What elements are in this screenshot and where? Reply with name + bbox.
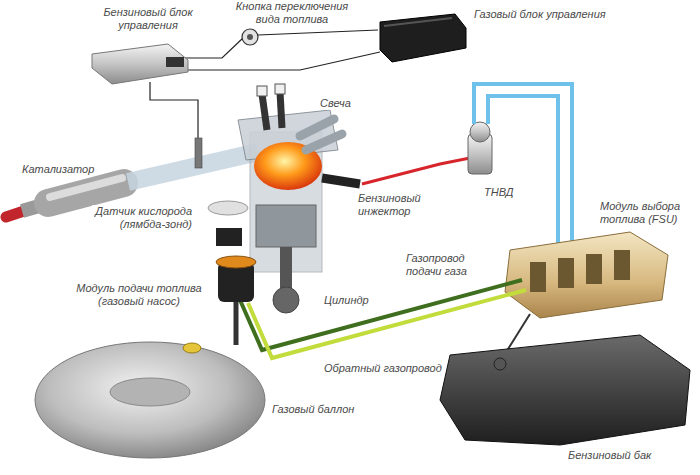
part-label: Бензиновый бак <box>566 449 653 462</box>
part-label: Газопровод подачи газа <box>404 252 480 278</box>
tank-neck <box>494 358 506 370</box>
signal-wire <box>185 38 243 58</box>
part-label: Цилиндр <box>322 294 371 307</box>
part-label: Кнопка переключения вида топлива <box>232 0 352 26</box>
spark-plug <box>280 92 282 128</box>
petrol-tank <box>440 335 690 445</box>
spark-plug <box>262 94 267 130</box>
part-label: Газовый баллон <box>270 403 356 416</box>
part-label: Модуль подачи топлива (газовый насос) <box>70 282 208 308</box>
part-label: Бензиновый инжектор <box>356 192 430 218</box>
fuel-line-red <box>362 158 470 184</box>
petrol-injector <box>322 178 360 184</box>
cap-disc <box>208 201 248 215</box>
crank <box>273 287 299 313</box>
illustration-group <box>6 14 690 458</box>
part-label: Катализатор <box>20 163 96 176</box>
part-label: Датчик кислорода (лямбда-зонд) <box>92 205 194 231</box>
petrol-ecu <box>92 44 188 84</box>
fuel-switch <box>242 29 258 45</box>
piston <box>256 205 316 247</box>
tank-hole <box>110 378 190 406</box>
part-label: Модуль выбора топлива (FSU) <box>598 200 694 226</box>
part-label: Газовый блок управления <box>472 8 608 21</box>
fuel-line-blue <box>488 96 558 248</box>
part-label: Свеча <box>318 97 353 110</box>
ecu-highlight <box>384 18 452 26</box>
exhaust-pipe <box>128 152 258 182</box>
ecu-connector <box>166 57 184 67</box>
plug-insulator <box>275 84 285 94</box>
connecting-rod <box>280 247 292 290</box>
pump-tube <box>234 302 239 345</box>
gas-tank <box>35 342 265 458</box>
exhaust-tip <box>6 211 24 217</box>
fuel-select-unit <box>505 232 668 318</box>
relay-block <box>216 228 242 246</box>
part-label: ТНВД <box>482 186 516 199</box>
switch-knob <box>247 34 253 40</box>
gas-return-line <box>248 290 526 358</box>
part-label: Бензиновый блок управления <box>98 6 198 32</box>
signal-wire <box>187 52 380 70</box>
hp-pump-head <box>470 122 490 142</box>
fsu-valve <box>558 258 574 288</box>
intake-tube <box>306 134 342 150</box>
signal-wire <box>150 82 198 138</box>
tank-valve <box>183 343 201 353</box>
signal-wire <box>258 30 378 35</box>
gas-pump-top <box>216 256 256 268</box>
catalyst-shine <box>50 178 122 197</box>
lambda-sensor <box>195 138 202 168</box>
plug-insulator <box>257 86 267 96</box>
gas-ecu <box>380 14 466 62</box>
intake-tube <box>300 119 334 136</box>
fsu-valve <box>614 250 630 280</box>
fsu-valve <box>530 262 546 292</box>
fsu-valve <box>586 254 602 284</box>
part-label: Обратный газопровод <box>322 362 444 375</box>
gas-supply-line <box>240 280 522 350</box>
